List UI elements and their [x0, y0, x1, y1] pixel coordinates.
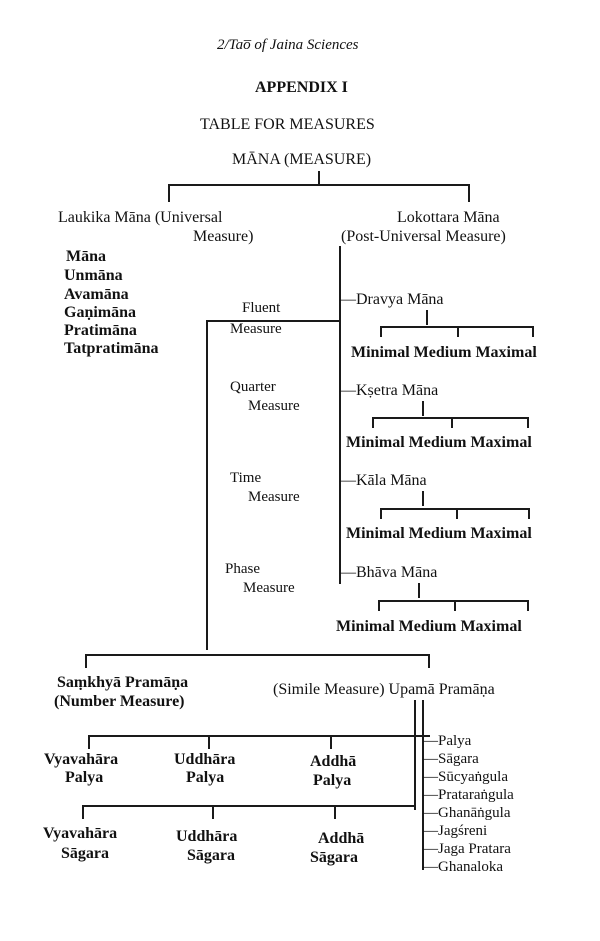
tick [334, 805, 336, 819]
measure-label: Fluent [242, 300, 281, 316]
running-head: 2/Tao̅ of Jaina Sciences [217, 37, 359, 53]
tick [82, 805, 84, 819]
measure-label: Measure [230, 321, 282, 337]
tick [378, 600, 380, 611]
tick [528, 508, 530, 519]
tick [451, 417, 453, 428]
ksetra-mana: —Kṣetra Māna [340, 382, 439, 399]
grades-row: Minimal Medium Maximal [336, 618, 522, 635]
grades-row: Minimal Medium Maximal [351, 344, 537, 361]
sagara-label: Sāgara [187, 847, 235, 864]
bhava-branch [378, 600, 528, 602]
ksetra-stem [422, 401, 424, 416]
laukika-title-2: Measure) [193, 228, 254, 245]
bhava-stem [418, 583, 420, 598]
kala-mana: —Kāla Māna [340, 472, 427, 489]
samkhya-title-2: (Number Measure) [54, 693, 185, 710]
tick [330, 735, 332, 749]
measure-label: Measure [248, 489, 300, 505]
tick [456, 508, 458, 519]
samkhya-title-1: Saṃkhyā Pramāṇa [57, 674, 189, 691]
upama-title: (Simile Measure) Upamā Pramāṇa [273, 681, 495, 698]
lokottara-drop [468, 184, 470, 202]
samkhya-drop [85, 654, 87, 668]
tick [380, 508, 382, 519]
dravya-stem [426, 310, 428, 325]
tick [527, 417, 529, 428]
laukika-item: Pratimāna [64, 322, 137, 339]
palya-label: Palya [313, 772, 352, 789]
appendix-label: APPENDIX I [255, 79, 348, 96]
sagara-label: Addhā [318, 830, 365, 847]
upama-item: —Sāgara [423, 751, 479, 767]
palya-label: Vyavahāra [44, 751, 119, 768]
laukika-item: Tatpratimāna [64, 340, 159, 357]
tick [527, 600, 529, 611]
tick [88, 735, 90, 749]
laukika-item: Māna [66, 248, 106, 265]
lokottara-title-2: (Post-Universal Measure) [341, 228, 506, 245]
bhava-mana: —Bhāva Māna [340, 564, 438, 581]
kala-branch [380, 508, 529, 510]
sagara-label: Sāgara [61, 845, 109, 862]
palya-branch [88, 735, 430, 737]
upama-item: —Jagśreni [423, 823, 488, 839]
upama-item: —Ghanāṅgula [423, 805, 511, 821]
dravya-mana: —Dravya Māna [340, 291, 444, 308]
palya-label: Palya [65, 769, 104, 786]
sagara-branch [82, 805, 414, 807]
tick [212, 805, 214, 819]
laukika-item: Gaṇimāna [64, 304, 137, 321]
dravya-branch [380, 326, 533, 328]
measure-label: Measure [248, 398, 300, 414]
palya-label: Palya [186, 769, 225, 786]
sagara-label: Vyavahāra [43, 825, 118, 842]
tick [454, 600, 456, 611]
root-branch-line [168, 184, 469, 186]
fluent-connector [206, 320, 340, 322]
upama-trunk [422, 700, 424, 870]
kala-stem [422, 491, 424, 506]
ksetra-branch [372, 417, 528, 419]
root-node: MĀNA (MEASURE) [232, 151, 372, 168]
palya-label: Uddhāra [174, 751, 236, 768]
upama-drop [428, 654, 430, 668]
pramana-branch [85, 654, 430, 656]
measure-label: Phase [225, 561, 260, 577]
lokottara-title-1: Lokottara Māna [397, 209, 500, 226]
laukika-item: Unmāna [64, 267, 123, 284]
grades-row: Minimal Medium Maximal [346, 525, 532, 542]
tick [208, 735, 210, 749]
table-title: TABLE FOR MEASURES [200, 116, 375, 133]
tick [532, 326, 534, 337]
lokottara-trunk [339, 246, 341, 584]
upama-item: —Sūcyaṅgula [423, 769, 508, 785]
measure-label: Time [230, 470, 262, 486]
grades-row: Minimal Medium Maximal [346, 434, 532, 451]
tick [457, 326, 459, 337]
measure-label: Measure [243, 580, 295, 596]
upama-item: —Palya [423, 733, 472, 749]
sagara-label: Uddhāra [176, 828, 238, 845]
upama-item: —Ghanaloka [423, 859, 503, 875]
palya-label: Addhā [310, 753, 357, 770]
upama-item: —Jaga Pratara [423, 841, 511, 857]
laukika-title-1: Laukika Māna (Universal [58, 209, 223, 226]
upama-left-bracket [414, 700, 416, 810]
laukika-drop [168, 184, 170, 202]
pramana-trunk [206, 320, 208, 650]
tick [372, 417, 374, 428]
measure-label: Quarter [230, 379, 276, 395]
laukika-item: Avamāna [64, 286, 129, 303]
root-stem [318, 171, 320, 184]
tick [380, 326, 382, 337]
upama-item: —Prataraṅgula [423, 787, 514, 803]
sagara-label: Sāgara [310, 849, 358, 866]
